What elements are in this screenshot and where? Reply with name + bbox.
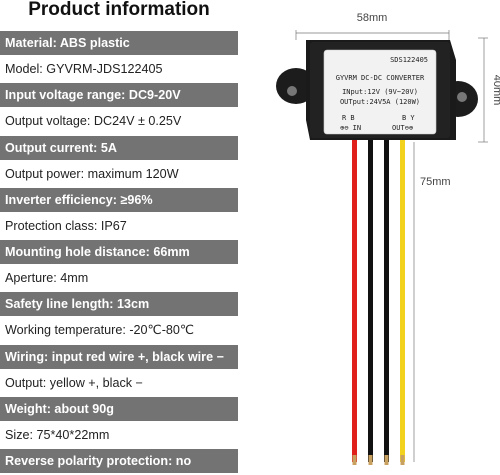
width-dim-label: 58mm <box>357 12 388 24</box>
spec-row: Size: 75*40*22mm <box>0 422 238 447</box>
spec-row: Protection class: IP67 <box>0 213 238 238</box>
red-wire-tip <box>352 455 357 465</box>
label-out-pins: B Y <box>402 114 415 122</box>
label-input: INput:12V (9V~20V) <box>342 88 418 96</box>
right-mounting-hole <box>457 92 467 102</box>
spec-row: Output voltage: DC24V ± 0.25V <box>0 109 238 134</box>
red-wire <box>352 140 357 462</box>
label-out-symbols: OUT⊖⊕ <box>392 124 414 132</box>
label-code: SDS122405 <box>390 56 428 64</box>
converter-diagram: 58mm 40mm 75mm SDS122405 GYVRM DC-DC CON… <box>276 12 500 465</box>
label-in-symbols: ⊕⊖ IN <box>340 124 361 132</box>
page-title: Product information <box>28 0 210 20</box>
black-wire-output <box>384 140 389 462</box>
black-wire-output-tip <box>384 455 389 465</box>
height-dim-label: 40mm <box>491 75 500 106</box>
spec-row: Inverter efficiency: ≥96% <box>0 187 238 212</box>
spec-row: Reverse polarity protection: no <box>0 449 238 473</box>
spec-row: Wiring: input red wire +, black wire − <box>0 344 238 369</box>
wire-dim-label: 75mm <box>420 176 451 188</box>
spec-row: Safety line length: 13cm <box>0 292 238 317</box>
product-illustration: 58mm 40mm 75mm SDS122405 GYVRM DC-DC CON… <box>250 0 500 470</box>
left-mounting-hole <box>287 86 297 96</box>
spec-row: Input voltage range: DC9-20V <box>0 83 238 108</box>
yellow-wire <box>400 140 405 462</box>
yellow-wire-tip <box>400 455 405 465</box>
label-name: GYVRM DC-DC CONVERTER <box>336 74 425 82</box>
label-output: OUTput:24V5A (120W) <box>340 98 420 106</box>
module-label <box>323 49 437 135</box>
spec-row: Aperture: 4mm <box>0 266 238 291</box>
spec-row: Output: yellow +, black − <box>0 370 238 395</box>
spec-row: Mounting hole distance: 66mm <box>0 240 238 264</box>
spec-row: Output current: 5A <box>0 135 238 160</box>
label-in-pins: R B <box>342 114 355 122</box>
spec-row: Weight: about 90g <box>0 396 238 421</box>
spec-row: Output power: maximum 120W <box>0 161 238 186</box>
spec-row: Material: ABS plastic <box>0 31 238 55</box>
spec-row: Working temperature: -20℃-80℃ <box>0 318 238 343</box>
black-wire-input-tip <box>368 455 373 465</box>
spec-row: Model: GYVRM-JDS122405 <box>0 57 238 82</box>
black-wire-input <box>368 140 373 462</box>
